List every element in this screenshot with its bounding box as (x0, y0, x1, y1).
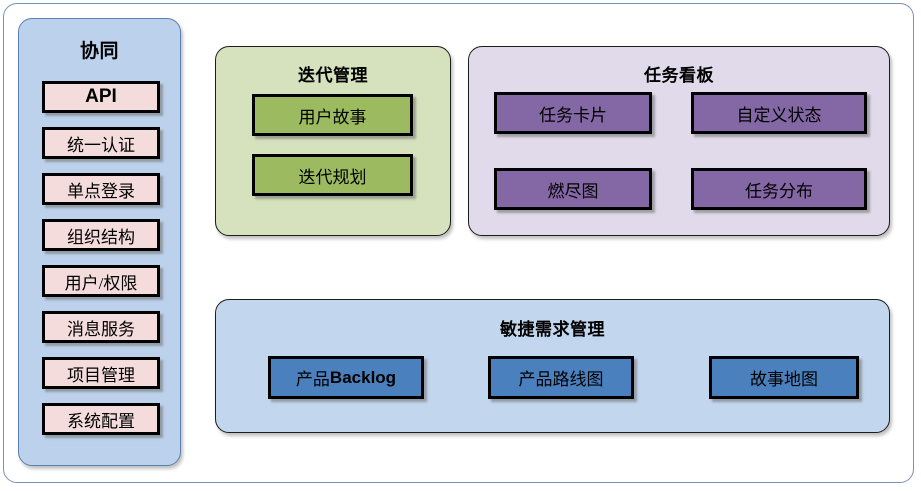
taskboard-item-custom-status[interactable]: 自定义状态 (691, 92, 867, 134)
panel-collaboration-title: 协同 (79, 41, 119, 62)
taskboard-item-burndown-chart[interactable]: 燃尽图 (494, 168, 652, 210)
sidebar-item-user-permission[interactable]: 用户/权限 (42, 265, 160, 297)
panel-agile-requirements-title: 敏捷需求管理 (500, 320, 605, 339)
sidebar-item-project-management[interactable]: 项目管理 (42, 357, 160, 389)
panel-task-board-title: 任务看板 (644, 66, 714, 85)
requirements-item-product-backlog-en: Backlog (329, 367, 397, 387)
sidebar-item-system-config[interactable]: 系统配置 (42, 403, 160, 435)
panel-iteration-management-title: 迭代管理 (298, 66, 368, 85)
iteration-item-user-story[interactable]: 用户故事 (252, 94, 413, 136)
sidebar-item-unified-auth[interactable]: 统一认证 (42, 127, 160, 159)
requirements-item-product-backlog-cn: 产品 (295, 370, 330, 389)
taskboard-item-task-card[interactable]: 任务卡片 (494, 92, 652, 134)
panel-collaboration[interactable]: 协同 API 统一认证 单点登录 组织结构 用户/权限 消息服务 项目管理 系统… (18, 18, 181, 466)
panel-iteration-management[interactable]: 迭代管理 用户故事 迭代规划 (215, 46, 451, 236)
requirements-item-product-roadmap[interactable]: 产品路线图 (488, 356, 634, 399)
sidebar-item-org-structure[interactable]: 组织结构 (42, 219, 160, 251)
sidebar-item-api[interactable]: API (42, 81, 160, 113)
sidebar-item-message-service[interactable]: 消息服务 (42, 311, 160, 343)
iteration-item-iteration-planning[interactable]: 迭代规划 (252, 154, 413, 196)
taskboard-item-task-distribution[interactable]: 任务分布 (691, 168, 867, 210)
panel-task-board[interactable]: 任务看板 任务卡片 自定义状态 燃尽图 任务分布 (468, 46, 890, 236)
sidebar-item-single-sign-on[interactable]: 单点登录 (42, 173, 160, 205)
requirements-item-story-map[interactable]: 故事地图 (709, 356, 859, 399)
